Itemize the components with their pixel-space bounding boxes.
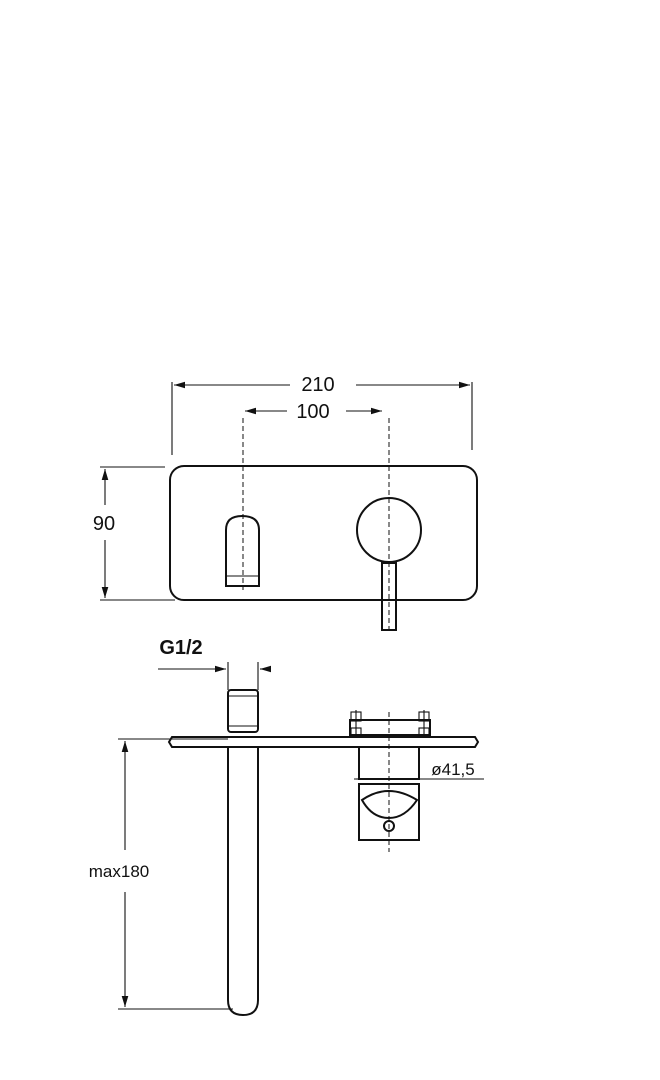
side-view: G1/2 max180	[89, 637, 484, 1017]
wall-plate-front	[169, 465, 478, 601]
spout-outlet-front	[225, 418, 260, 590]
mixer-body-side	[358, 712, 420, 852]
dimension-width: 210	[174, 374, 470, 396]
dimension-height: 90	[93, 469, 115, 598]
dimension-spacing-label: 100	[296, 401, 329, 423]
connector-nut	[227, 689, 259, 733]
thread-size-label: G1/2	[159, 637, 202, 659]
mounting-bracket	[349, 710, 431, 738]
dimension-height-label: 90	[93, 513, 115, 535]
front-view: 210 100 90	[93, 374, 478, 632]
dimension-diameter-label: ø41,5	[431, 760, 474, 779]
dimension-projection: max180	[89, 738, 233, 1010]
dimension-projection-label: max180	[89, 862, 149, 881]
dimension-width-label: 210	[301, 374, 334, 396]
dimension-thread	[158, 662, 271, 690]
mixer-handle-front	[356, 418, 422, 632]
spout-side	[227, 747, 259, 1017]
dimension-spacing: 100	[245, 401, 382, 423]
dimension-diameter: ø41,5	[354, 760, 484, 780]
wall-plate-side	[167, 736, 480, 748]
